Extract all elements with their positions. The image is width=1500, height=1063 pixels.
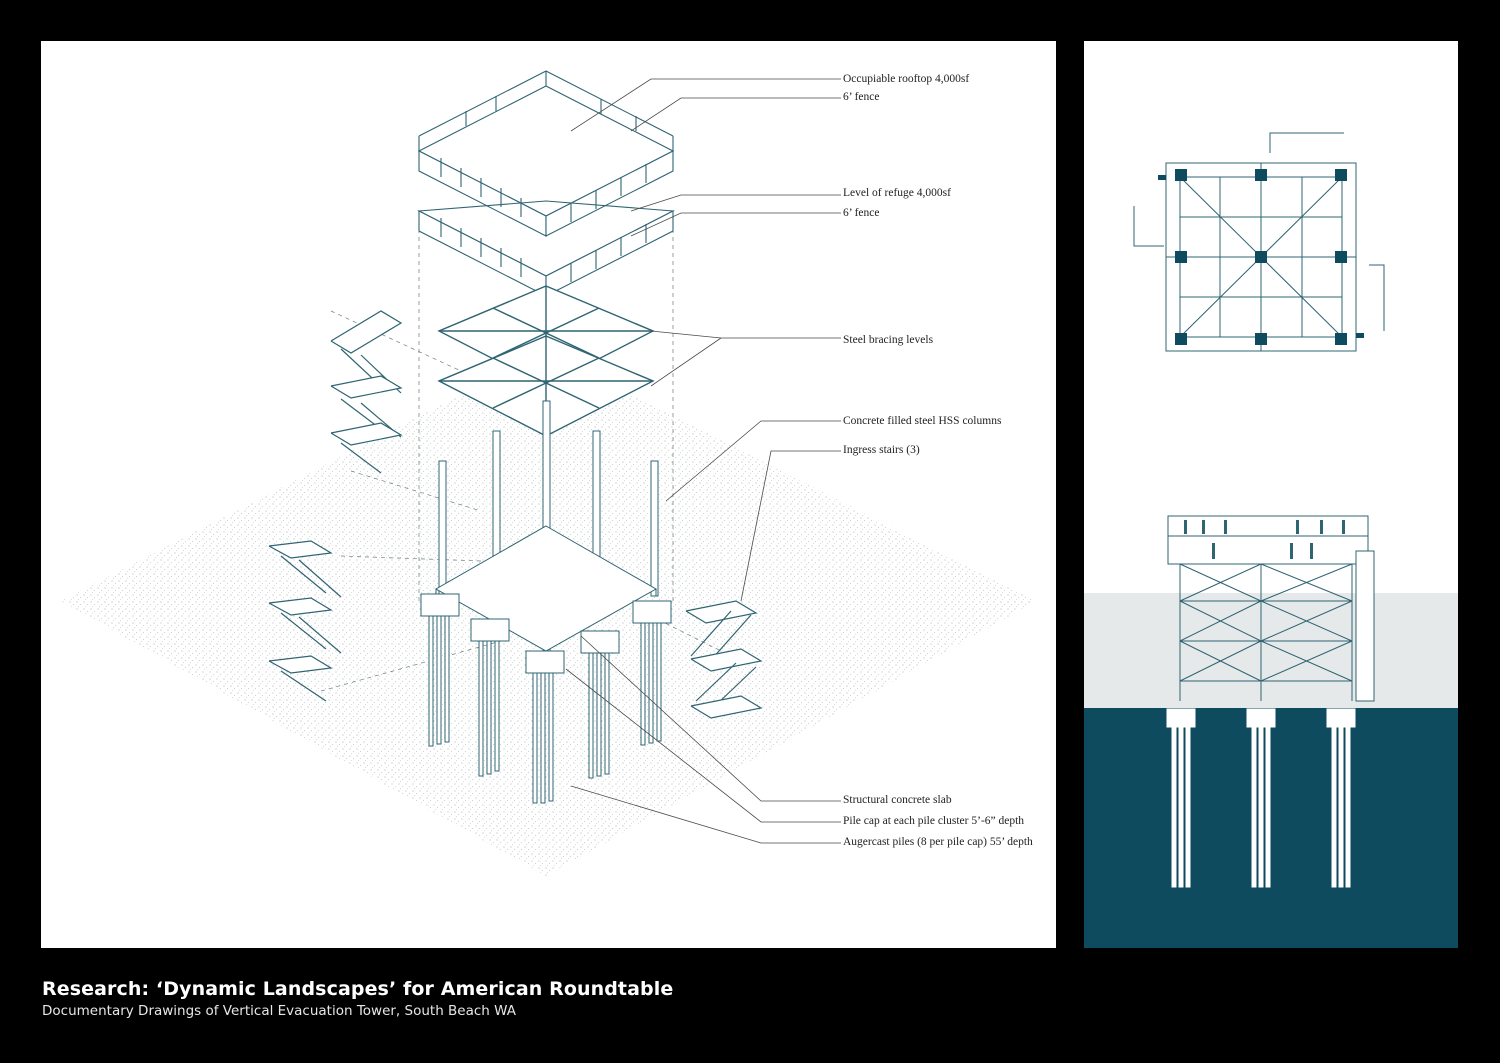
pile-clusters (420, 593, 672, 804)
plan-and-section-drawing (1084, 132, 1458, 948)
axonometric-drawing (61, 70, 1036, 876)
caption-title: Research: ‘Dynamic Landscapes’ for Ameri… (42, 978, 674, 1000)
water-zone (1084, 708, 1458, 948)
steel-bracing-levels (437, 285, 655, 437)
ingress-stairs (268, 310, 763, 719)
leader-lines (565, 78, 841, 844)
plan-and-section-panel (1084, 41, 1458, 948)
callout-columns: Concrete filled steel HSS columns (843, 415, 1002, 427)
callout-stairs: Ingress stairs (3) (843, 444, 920, 456)
plan-view (1133, 132, 1385, 352)
callout-rooftop: Occupiable rooftop 4,000sf (843, 73, 970, 85)
air-zone (1084, 593, 1458, 708)
rooftop-deck (417, 70, 675, 237)
callout-fence-top: 6’ fence (843, 91, 880, 103)
callout-piles: Augercast piles (8 per pile cap) 55’ dep… (843, 836, 1033, 848)
caption-subtitle: Documentary Drawings of Vertical Evacuat… (42, 1003, 516, 1019)
callout-bracing: Steel bracing levels (843, 334, 934, 346)
axonometric-panel: Occupiable rooftop 4,000sf 6’ fence Leve… (41, 41, 1056, 948)
callout-refuge: Level of refuge 4,000sf (843, 187, 951, 199)
callout-slab: Structural concrete slab (843, 794, 952, 806)
section-view (1166, 515, 1375, 888)
callout-fence-refuge: 6’ fence (843, 207, 880, 219)
callout-pile-cap: Pile cap at each pile cluster 5’-6” dept… (843, 815, 1025, 827)
